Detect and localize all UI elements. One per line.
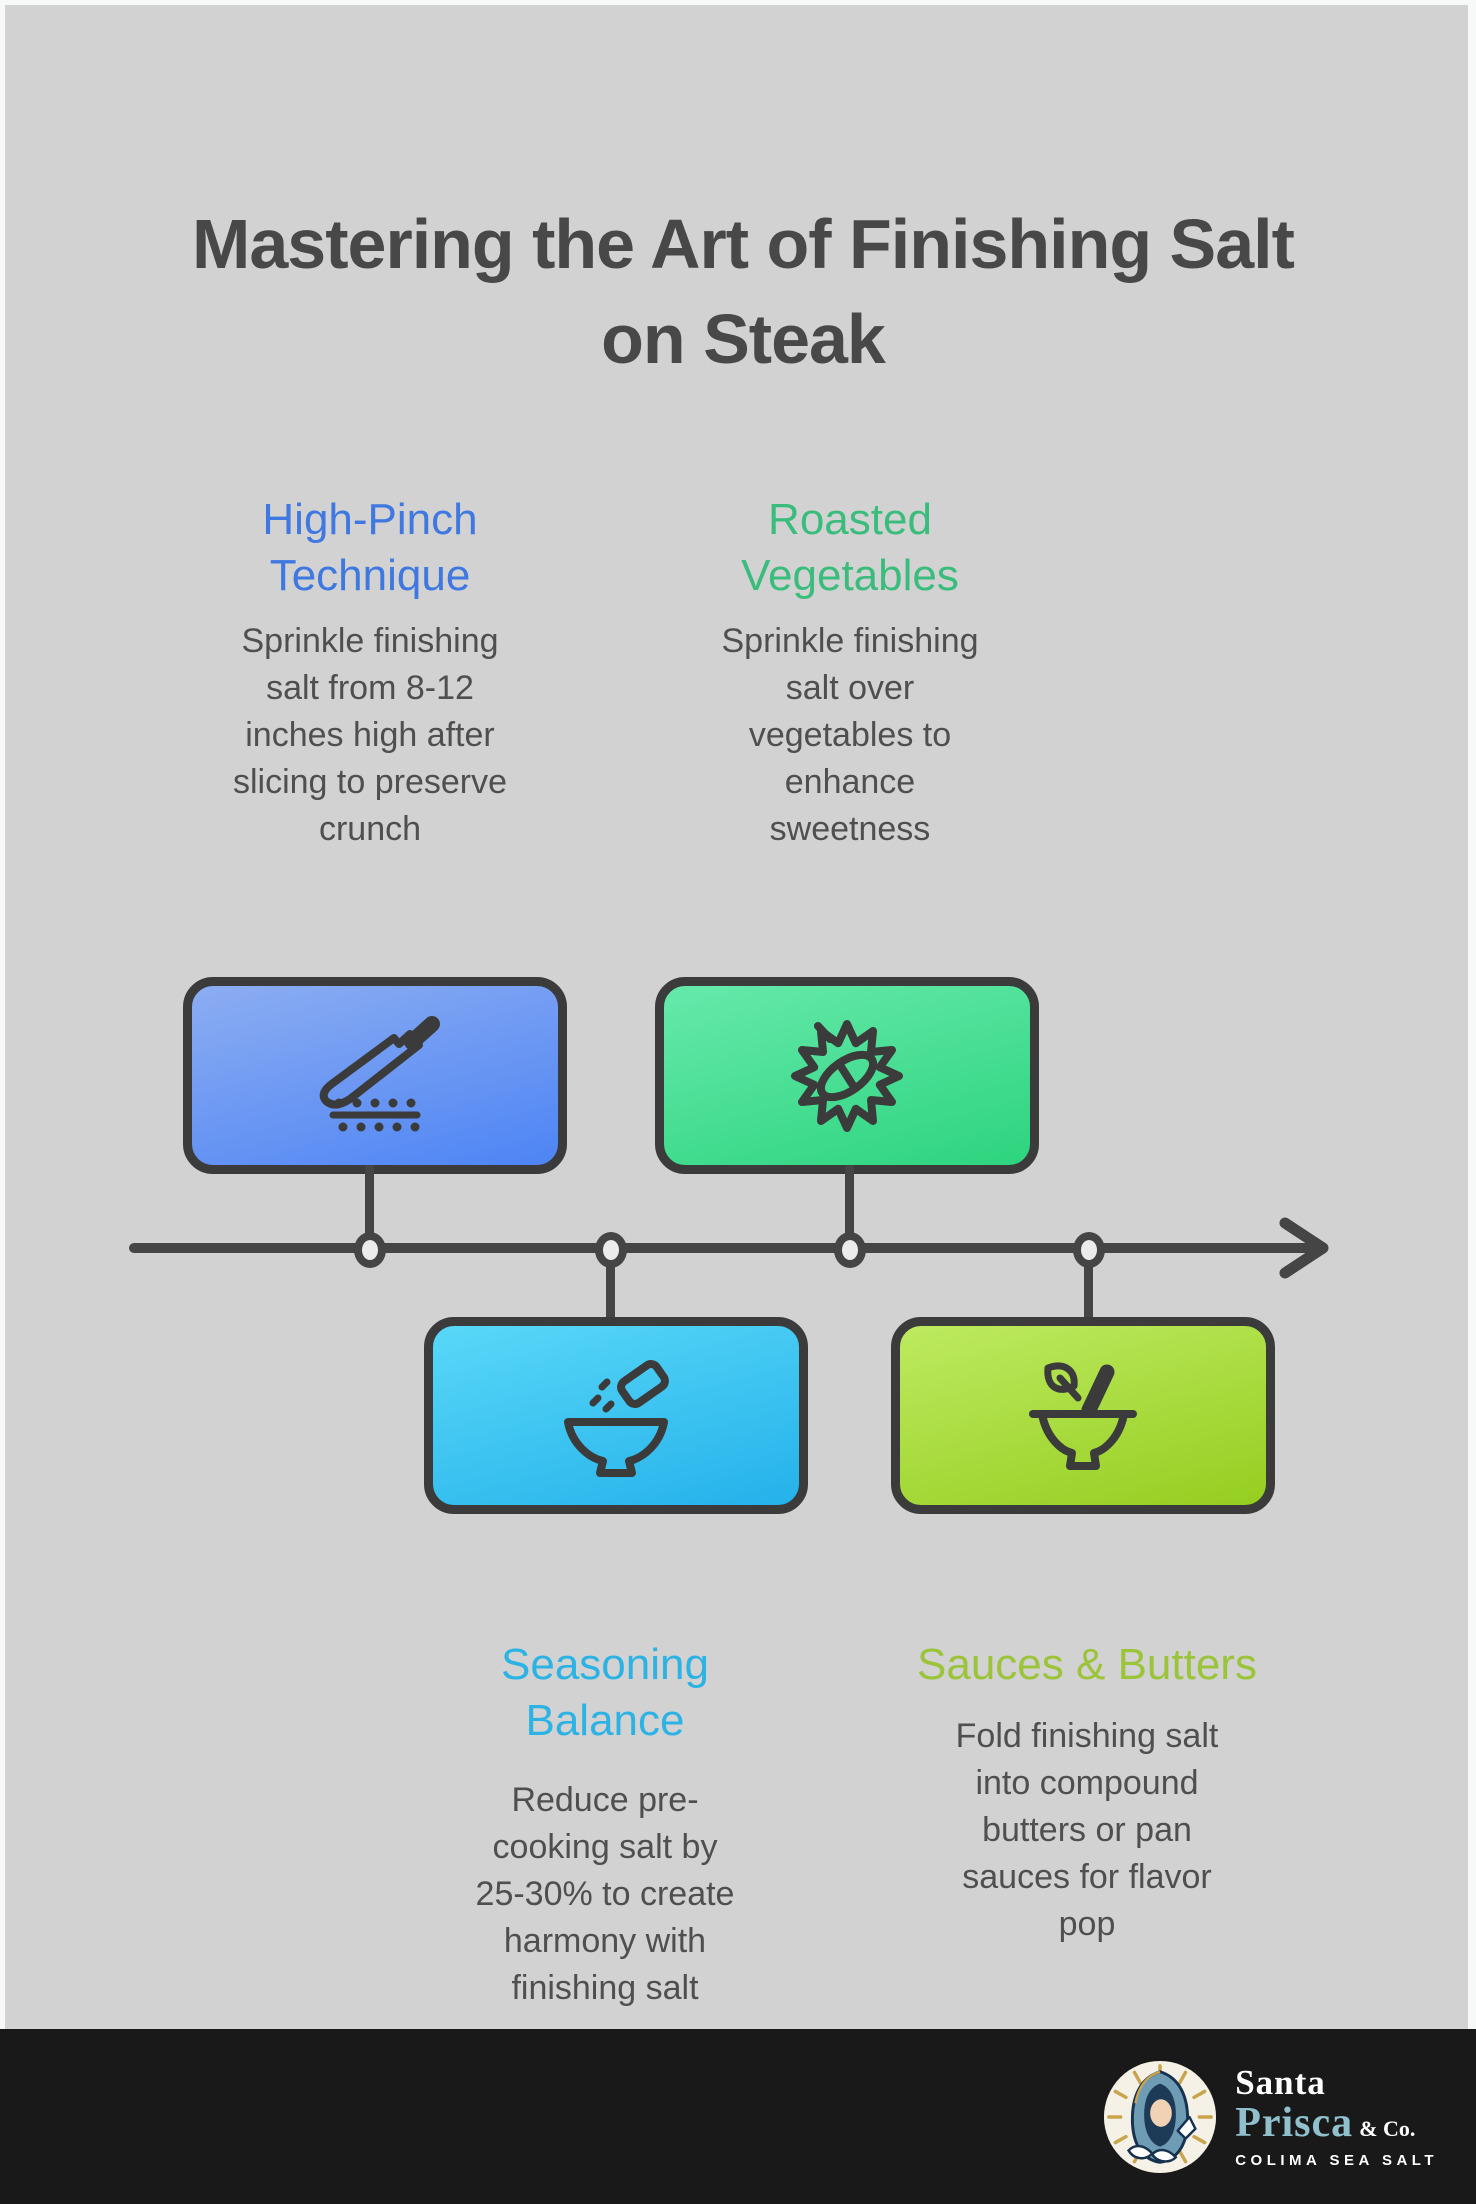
- timeline-connector: [1084, 1253, 1093, 1323]
- spiky-vegetable-icon: [791, 1019, 903, 1132]
- brand-name-main: Prisca: [1235, 2099, 1354, 2146]
- timeline-axis: [129, 1243, 1315, 1253]
- brand-suffix: & Co.: [1359, 2115, 1416, 2141]
- timeline-node: [1073, 1232, 1105, 1268]
- timeline-node: [834, 1232, 866, 1268]
- card-seasoning-balance: [424, 1317, 808, 1514]
- card-sauces-butters: [891, 1317, 1275, 1514]
- step-heading-seasoning-balance: Seasoning Balance: [501, 1640, 709, 1745]
- timeline-connector: [845, 1165, 854, 1243]
- card-roasted-vegetables: [655, 977, 1039, 1174]
- step-body-seasoning-balance: Reduce pre- cooking salt by 25-30% to cr…: [475, 1781, 735, 2007]
- timeline-node: [595, 1232, 627, 1268]
- brand-logo: Santa Prisca & Co. COLIMA SEA SALT: [1101, 2058, 1438, 2176]
- step-heading-roasted-vegetables: Roasted Vegetables: [741, 495, 959, 600]
- salt-pour-bowl-icon: [564, 1359, 669, 1477]
- page-title: Mastering the Art of Finishing Salt on S…: [192, 205, 1295, 378]
- timeline-arrowhead-icon: [1279, 1217, 1329, 1279]
- knife-slicing-icon: [319, 1015, 440, 1131]
- brand-name-top: Santa: [1235, 2062, 1326, 2102]
- mortar-pestle-icon: [1029, 1362, 1137, 1470]
- content-canvas: Mastering the Art of Finishing Salt on S…: [5, 5, 1468, 2204]
- brand-text: Santa Prisca & Co. COLIMA SEA SALT: [1235, 2062, 1438, 2169]
- timeline-connector: [606, 1253, 615, 1323]
- timeline-node: [354, 1232, 386, 1268]
- footer-bar: Santa Prisca & Co. COLIMA SEA SALT: [0, 2029, 1476, 2204]
- step-body-roasted-vegetables: Sprinkle finishing salt over vegetables …: [721, 622, 979, 848]
- step-heading-sauces-butters: Sauces & Butters: [917, 1640, 1257, 1689]
- step-heading-high-pinch: High-Pinch Technique: [262, 495, 478, 600]
- brand-tagline: COLIMA SEA SALT: [1235, 2151, 1438, 2169]
- card-high-pinch: [183, 977, 567, 1174]
- step-body-sauces-butters: Fold finishing salt into compound butter…: [955, 1717, 1219, 1943]
- timeline-connector: [365, 1165, 374, 1243]
- madonna-emblem-icon: [1104, 2060, 1217, 2173]
- step-body-high-pinch: Sprinkle finishing salt from 8-12 inches…: [232, 622, 507, 848]
